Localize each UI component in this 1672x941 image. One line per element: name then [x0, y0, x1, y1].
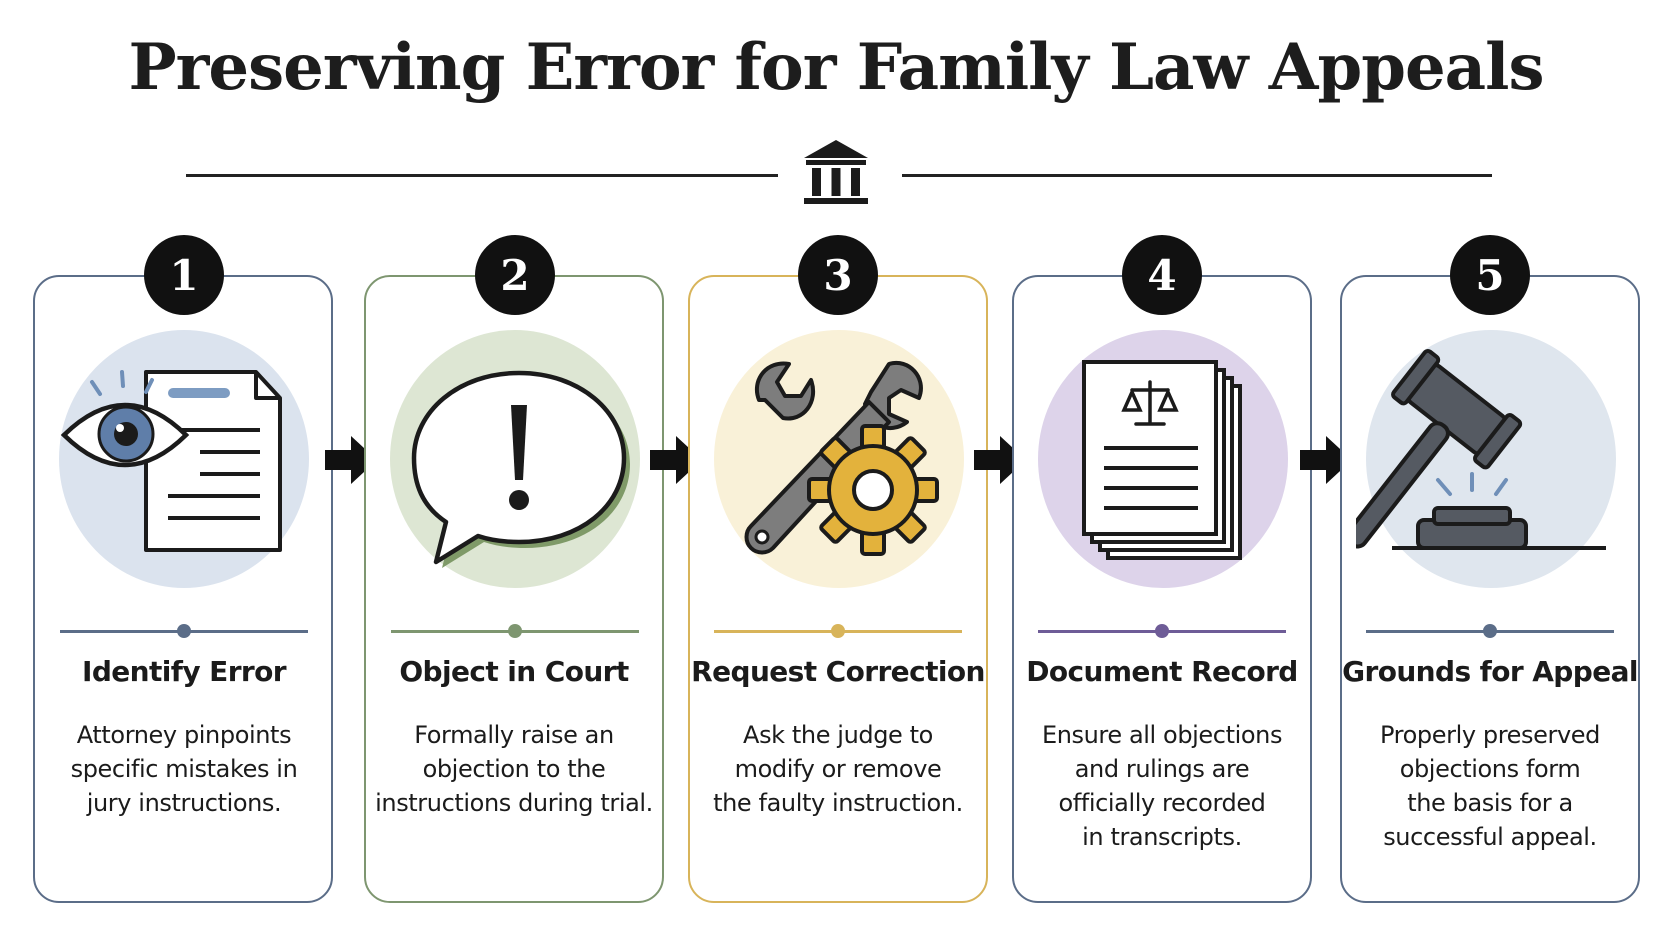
step-title-2: Object in Court [399, 655, 629, 688]
step-number-2: 2 [475, 235, 555, 315]
step-title-4: Document Record [1026, 655, 1298, 688]
step-description-2: Formally raise an objection to the instr… [375, 721, 653, 817]
step-number-1: 1 [144, 235, 224, 315]
step-description-1: Attorney pinpoints specific mistakes in … [70, 721, 298, 817]
legal-document-icon [1082, 360, 1242, 560]
step-title-3: Request Correction [691, 655, 985, 688]
step-description-4: Ensure all objections and rulings are of… [1041, 721, 1283, 851]
separator-dot-4 [1155, 624, 1169, 638]
step-number-5: 5 [1450, 235, 1530, 315]
title-divider-left [186, 174, 778, 177]
right-arrow-icon [1300, 436, 1352, 484]
step-title-5: Grounds for Appeal [1342, 655, 1638, 688]
wrench-gear-icon [744, 360, 939, 556]
speech-exclamation-icon [411, 370, 630, 568]
separator-dot-1 [177, 624, 191, 638]
step-description-3: Ask the judge to modify or remove the fa… [713, 721, 963, 817]
courthouse-icon [804, 140, 868, 204]
title-divider-right [902, 174, 1492, 177]
step-title-1: Identify Error [82, 655, 287, 688]
step-description-5: Properly preserved objections form the b… [1380, 721, 1600, 851]
separator-dot-3 [831, 624, 845, 638]
separator-dot-5 [1483, 624, 1497, 638]
page-title: Preserving Error for Family Law Appeals [128, 30, 1545, 105]
step-number-3: 3 [798, 235, 878, 315]
separator-dot-2 [508, 624, 522, 638]
step-number-4: 4 [1122, 235, 1202, 315]
eye-document-icon [60, 370, 282, 552]
gavel-icon [1356, 349, 1606, 550]
